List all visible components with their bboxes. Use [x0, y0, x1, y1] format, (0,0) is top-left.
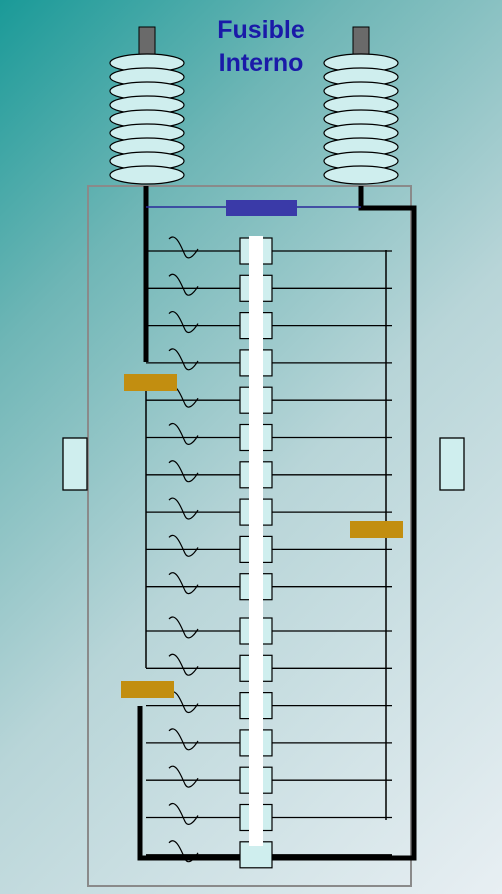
- internal-fuse-symbol: [168, 236, 199, 259]
- left-bushing: [109, 26, 185, 185]
- capacitor-element-row: [146, 423, 392, 452]
- section-fuse-upper-left: [124, 374, 177, 391]
- right-lead: [137, 186, 417, 861]
- left-mounting-bracket: [62, 437, 88, 491]
- capacitor-element-row: [146, 691, 392, 720]
- section-fuse-lower-left: [121, 681, 174, 698]
- discharge-resistor: [226, 200, 297, 216]
- capacitor-element-row: [146, 840, 392, 869]
- internal-fuse-symbol: [168, 765, 199, 788]
- capacitor-element-row: [146, 728, 392, 757]
- internal-fuse-symbol: [168, 803, 199, 825]
- internal-fuse-symbol: [168, 616, 199, 639]
- capacitor-element-row: [146, 572, 392, 601]
- capacitor-element-row: [146, 653, 392, 682]
- internal-fuse-symbol: [168, 572, 199, 595]
- section-fuse-right: [350, 521, 403, 538]
- title-line-1: Fusible: [217, 16, 305, 44]
- right-mounting-bracket: [439, 437, 465, 491]
- internal-fuse-symbol: [168, 691, 199, 714]
- capacitor-element-row: [146, 616, 392, 645]
- capacitor-element-row: [146, 765, 392, 794]
- capacitor-element-row: [146, 236, 392, 265]
- internal-fuse-symbol: [168, 460, 199, 483]
- internal-fuse-symbol: [168, 653, 199, 676]
- diagram-title: Fusible Interno: [196, 14, 326, 80]
- fuse-strip: [249, 236, 263, 846]
- right-bushing: [323, 26, 399, 185]
- internal-fuse-symbol: [168, 728, 199, 751]
- internal-fuse-symbol: [168, 840, 199, 863]
- capacitor-element-row: [146, 311, 392, 340]
- capacitor-tank: [87, 185, 412, 887]
- internal-fuse-symbol: [168, 423, 199, 445]
- title-line-2: Interno: [218, 49, 304, 77]
- internal-fuse-symbol: [168, 273, 199, 296]
- capacitor-element-row: [146, 803, 392, 832]
- capacitor-element-row: [146, 348, 392, 377]
- internal-fuse-symbol: [168, 311, 199, 334]
- element-rows: [146, 236, 392, 869]
- capacitor-element-row: [146, 460, 392, 489]
- capacitor-element-row: [146, 273, 392, 302]
- internal-fuse-symbol: [168, 534, 199, 557]
- capacitor-element-row: [146, 534, 392, 564]
- left-bushing-disc: [109, 165, 185, 185]
- capacitor-element-row: [146, 385, 392, 414]
- internal-fuse-symbol: [168, 497, 199, 520]
- right-bushing-disc: [323, 165, 399, 185]
- internal-fuse-symbol: [168, 348, 199, 371]
